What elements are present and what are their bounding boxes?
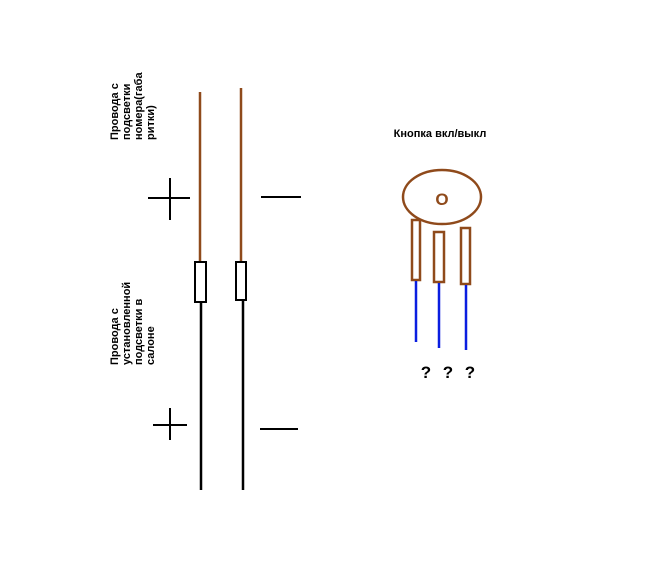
plate-wires-label: Провода с подсветки номера(габа ритки) — [109, 72, 157, 140]
button-pin-1 — [410, 218, 422, 282]
cabin-wires-label: Провода с установленной подсветки в сало… — [109, 282, 157, 365]
label-line: Провода с — [109, 308, 121, 365]
button-title: Кнопка вкл/выкл — [394, 128, 487, 140]
question-mark: ? — [421, 363, 431, 382]
question-mark: ? — [443, 363, 453, 382]
label-line: подсветки — [121, 84, 133, 140]
button-center-mark: O — [435, 190, 448, 209]
plus-sign-top — [148, 178, 190, 220]
connector-right — [235, 261, 247, 301]
label-line: номера(габа — [133, 72, 145, 140]
label-line: Провода с — [109, 83, 121, 140]
label-line: ритки) — [145, 105, 157, 140]
button-body — [401, 168, 483, 226]
plus-sign-bottom — [153, 408, 187, 440]
label-line: установленной — [121, 282, 133, 365]
label-line: подсветки в — [133, 299, 145, 365]
switch-button: O — [401, 168, 483, 350]
connector-left — [194, 261, 207, 303]
label-line: салоне — [145, 326, 157, 365]
question-mark: ? — [465, 363, 475, 382]
button-pin-3 — [459, 226, 472, 286]
button-pin-2 — [432, 230, 446, 284]
